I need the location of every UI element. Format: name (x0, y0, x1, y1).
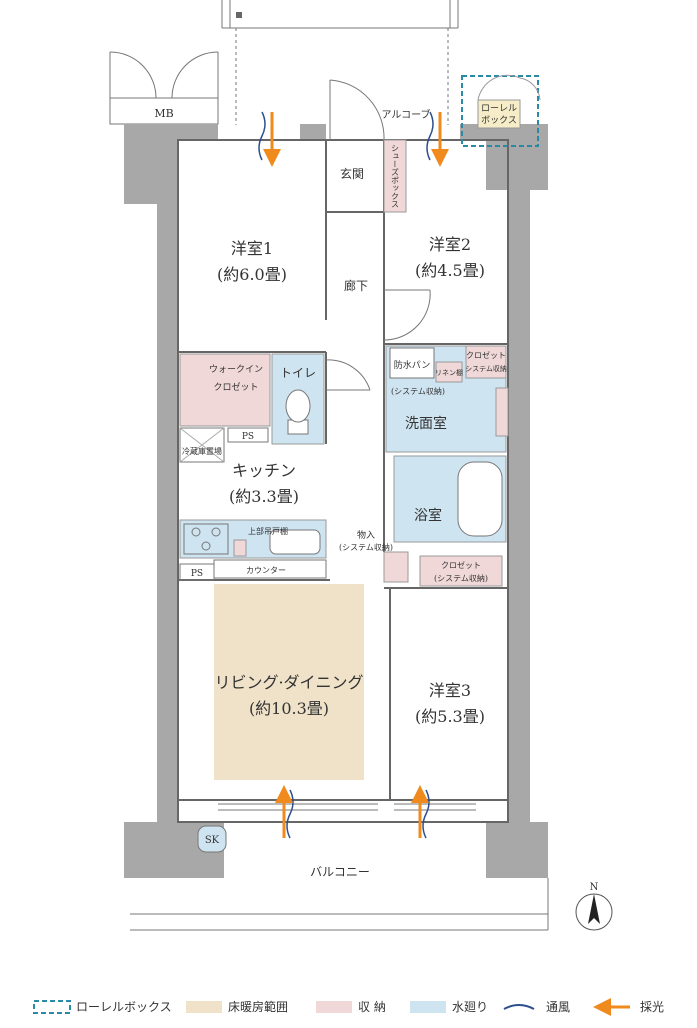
legend-swatch-laurel (33, 1000, 71, 1014)
sk-label: SK (205, 835, 220, 846)
legend-swatch (186, 1001, 222, 1013)
shoe-box (383, 139, 407, 213)
bottom-windows (218, 803, 476, 811)
storage-box (383, 551, 409, 583)
upper-cabinet-label: 上部吊戸棚 (248, 526, 288, 536)
closet-small-label-1: クロゼット (466, 350, 506, 360)
walkin-label-1: ウォークイン (209, 364, 263, 375)
western1-name: 洋室1 (231, 239, 273, 258)
ps1-label: PS (242, 432, 254, 442)
closet-small (465, 345, 507, 379)
toilet-door (325, 359, 371, 391)
legend-label: 水廻り (452, 1000, 488, 1014)
legend-label: 通風 (546, 1000, 570, 1014)
legend-label: 収 納 (358, 1000, 386, 1014)
walkin-closet (179, 353, 271, 427)
kitchen-size: (約3.3畳) (229, 487, 299, 506)
linen-shelf-label: リネン棚 (435, 368, 463, 377)
kitchen-counter (179, 519, 327, 579)
closet2-label-1: クロゼット (441, 560, 481, 570)
laurel-box-label-1: ローレル (481, 104, 517, 114)
legend-swatch-ventilation (503, 1004, 535, 1010)
closet-small-label-2: システム収納 (465, 364, 507, 373)
western2-door (383, 289, 431, 341)
corridor-label: 廊下 (344, 278, 368, 293)
western3-size: (約5.3畳) (415, 707, 485, 726)
legend: ローレルボックス 床暖房範囲 収 納 水廻り 通風 採光 (33, 998, 664, 1016)
wash-pan-label: 防水パン (394, 359, 430, 371)
north-label: N (590, 882, 599, 893)
living-name: リビング·ダイニング (214, 673, 363, 692)
storage-label-2: (システム収納) (339, 542, 393, 552)
light-arrows (263, 112, 449, 838)
interior-walls (177, 139, 509, 823)
legend-swatch (410, 1001, 446, 1013)
top-railing (221, 0, 459, 125)
legend-label: 床暖房範囲 (228, 999, 288, 1014)
laurel-box (461, 74, 541, 147)
bathroom-label: 浴室 (414, 507, 442, 524)
alcove-label: アルコーブ (381, 108, 430, 121)
counter-label: カウンター (246, 566, 286, 575)
walkin-label-2: クロゼット (213, 381, 258, 393)
fridge-label: 冷蔵庫置場 (182, 446, 222, 456)
top-marker (236, 12, 242, 18)
wash-pan (389, 347, 435, 379)
entrance-door (329, 79, 385, 141)
storage-label-1: 物入 (357, 529, 375, 541)
balcony-label: バルコニー (310, 865, 370, 879)
laurel-box-label-2: ボックス (481, 115, 517, 126)
shoe-box-label: シューズボックス (391, 144, 400, 208)
legend-label: ローレルボックス (76, 1000, 172, 1014)
closet2 (419, 555, 503, 587)
ps1-box (227, 427, 269, 443)
kitchen-name: キッチン (232, 461, 296, 480)
living-size: (約10.3畳) (249, 699, 329, 718)
toilet-label: トイレ (280, 366, 316, 380)
western2-name: 洋室2 (429, 235, 471, 254)
bathtub (457, 461, 503, 537)
linen-shelf (435, 361, 463, 383)
fridge-space (179, 427, 225, 463)
sk-sink (197, 825, 227, 853)
washroom-label: 洗面室 (405, 415, 447, 432)
western1-size: (約6.0畳) (217, 265, 287, 284)
mb-doors (109, 51, 219, 125)
entrance-label: 玄関 (340, 166, 364, 181)
ps2-label: PS (191, 569, 203, 579)
legend-swatch (316, 1001, 352, 1013)
floor-heating-area (214, 584, 364, 780)
western3-name: 洋室3 (429, 681, 471, 700)
north-arrow-icon (575, 893, 613, 931)
system-storage-label: (システム収納) (391, 386, 445, 396)
closet2-label-2: (システム収納) (434, 573, 488, 583)
balcony-outline (130, 878, 549, 931)
western2-size: (約4.5畳) (415, 261, 485, 280)
vanity (495, 387, 509, 437)
mb-label: MB (154, 107, 173, 120)
walls (124, 124, 548, 878)
legend-label: 採光 (640, 1000, 664, 1014)
toilet-fixture (285, 389, 311, 435)
